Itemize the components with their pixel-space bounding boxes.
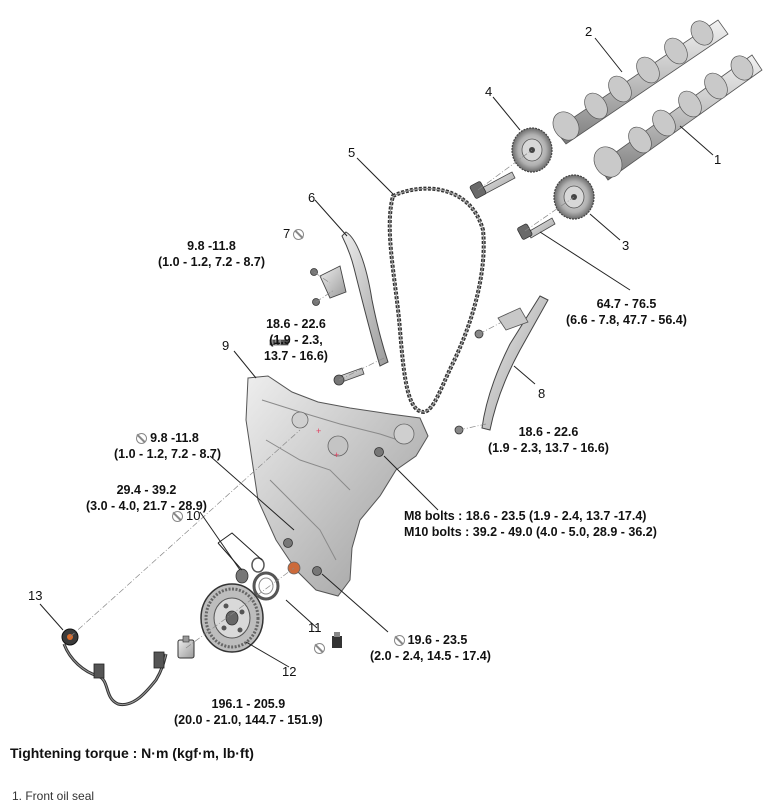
seal-clip [332,632,342,648]
dowel-pin [269,339,289,346]
torque-value: 9.8 -11.8 [187,239,236,253]
torque-spec-pulley-bolt: 196.1 - 205.9 (20.0 - 21.0, 144.7 - 151.… [174,696,323,728]
tightening-torque-legend: Tightening torque : N·m (kgf·m, lb·ft) [10,745,254,761]
torque-value: 18.6 - 22.6 [518,425,579,439]
no-reuse-icon [314,643,325,654]
timing-chain-inner [389,187,485,413]
torque-m8-bolts: M8 bolts : 18.6 - 23.5 (1.9 - 2.4, 13.7 … [404,509,647,523]
chain-guide-bracket [497,307,529,331]
torque-spec-tensioner: 9.8 -11.8 (1.0 - 1.2, 7.2 - 8.7) [158,238,265,270]
svg-text:+: + [316,426,321,436]
bracket-line-10b [217,542,243,571]
callout-5: 5 [348,145,356,160]
cover-bolt [374,447,384,457]
no-reuse-icon [172,511,183,522]
center-lines [69,149,575,649]
no-reuse-icon [293,229,305,240]
callout-4: 4 [485,84,493,99]
legend-item-1: 1. Front oil seal [12,789,95,803]
oil-seal-bolt [312,566,322,576]
torque-value: 9.8 -11.8 [114,430,221,446]
torque-spec-guide-bolt: 18.6 - 22.6 (1.9 - 2.3, 13.7 - 16.6) [488,424,609,456]
torque-spec-oil-seal-bolt: 19.6 - 23.5 (2.0 - 2.4, 14.5 - 17.4) [370,632,491,664]
bracket-line-10 [217,532,263,561]
camshaft-1 [593,54,763,181]
torque-alt-units: (6.6 - 7.8, 47.7 - 56.4) [566,313,687,327]
no-reuse-icon [393,635,405,646]
callout-7: 7 [283,226,307,242]
sprocket-bolt-lower [517,217,556,240]
torque-m10-bolts: M10 bolts : 39.2 - 49.0 (4.0 - 5.0, 28.9… [404,525,657,539]
torque-alt-units: (1.9 - 2.3, [269,333,323,347]
torque-alt-units: (20.0 - 21.0, 144.7 - 151.9) [174,713,323,727]
callout-11: 11 [308,620,322,635]
callout-7-number: 7 [283,226,291,241]
crankshaft-position-sensor-13 [61,628,168,707]
leader-lines [39,37,714,668]
torque-alt-units: (3.0 - 4.0, 21.7 - 28.9) [86,499,207,513]
svg-text:+: + [334,450,339,460]
torque-value: 64.7 - 76.5 [596,297,657,311]
callout-9: 9 [222,338,230,353]
callout-13: 13 [28,588,43,603]
callout-3: 3 [622,238,630,253]
washers-10 [235,557,265,584]
callout-2: 2 [585,24,593,39]
torque-value: 19.6 - 23.5 [370,632,491,648]
torque-value-text: 9.8 -11.8 [150,431,199,445]
crankshaft-pulley-bolt [177,635,195,659]
timing-chain-cover-9: + + [245,375,429,597]
torque-value: 18.6 - 22.6 [266,317,326,331]
chain-guide-8 [481,295,549,431]
timing-chain-5 [387,186,486,415]
no-reuse-icon [136,433,148,444]
sprocket-bolt-upper [469,171,516,199]
auto-tensioner-7 [310,265,347,306]
torque-spec-cover-small-bolt: 9.8 -11.8 (1.0 - 1.2, 7.2 - 8.7) [114,430,221,462]
callout-6: 6 [308,190,316,205]
front-oil-seal-11 [252,571,280,601]
torque-value: 196.1 - 205.9 [211,697,286,711]
callout-12: 12 [282,664,297,679]
tensioner-bolt [333,367,365,386]
exploded-view-diagram: + + [39,19,763,707]
cover-bolt-lower [283,538,293,548]
callout-10: 10 [172,508,200,524]
callout-8: 8 [538,386,546,401]
torque-value: 29.4 - 39.2 [116,483,177,497]
torque-spec-arm-bolt: 18.6 - 22.6 (1.9 - 2.3, 13.7 - 16.6) [264,316,328,364]
tensioner-arm-6 [341,231,389,367]
callout-10-number: 10 [186,508,201,523]
torque-alt-units: (1.0 - 1.2, 7.2 - 8.7) [114,447,221,461]
torque-value-text: 19.6 - 23.5 [407,633,468,647]
torque-alt-units: (1.9 - 2.3, 13.7 - 16.6) [488,441,609,455]
torque-spec-cover-m8-m10: M8 bolts : 18.6 - 23.5 (1.9 - 2.4, 13.7 … [404,508,657,540]
clip-no-reuse [314,640,328,656]
torque-alt-units-cont: 13.7 - 16.6) [264,349,328,363]
torque-alt-units: (1.0 - 1.2, 7.2 - 8.7) [158,255,265,269]
camshaft-2 [552,19,729,145]
crankshaft-pulley-12 [200,583,264,653]
torque-spec-cover-bolt: 29.4 - 39.2 (3.0 - 4.0, 21.7 - 28.9) [86,482,207,514]
callout-1: 1 [714,152,722,167]
torque-alt-units: (2.0 - 2.4, 14.5 - 17.4) [370,649,491,663]
torque-spec-sprocket-bolt: 64.7 - 76.5 (6.6 - 7.8, 47.7 - 56.4) [566,296,687,328]
